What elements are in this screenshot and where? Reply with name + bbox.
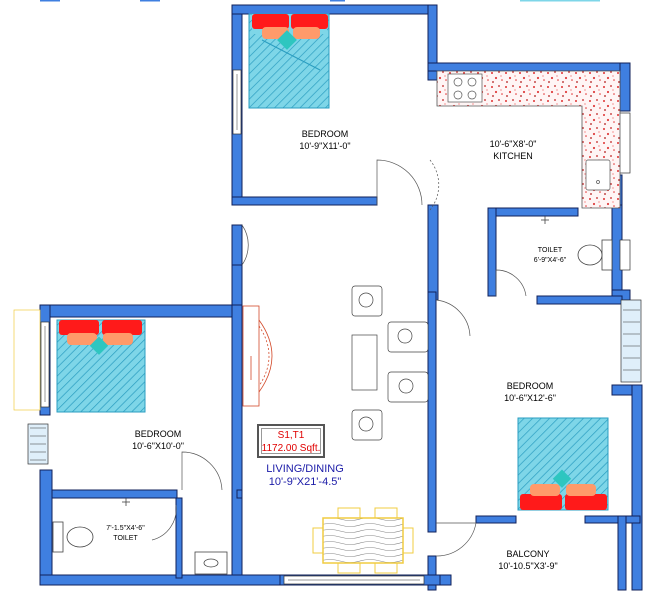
kitchen-sink-icon [585,159,611,191]
room-label-balcony: BALCONY 10'-10.5"X3'-9" [478,548,578,572]
tv-unit-icon [242,305,273,407]
room-size: 10'-10.5"X3'-9" [498,561,558,571]
wc-right-icon [541,216,613,271]
sofa-set-icon [351,285,429,441]
unit-area-box: S1,T1 1172.00 Sqft. [257,424,325,458]
bed-left-icon [56,319,146,413]
room-name: TOILET [537,247,563,254]
room-label-bedroom-top: BEDROOM 10'-9"X11'-0" [280,128,370,152]
unit-area: 1172.00 Sqft. [261,443,321,454]
room-name: BEDROOM [134,429,182,439]
room-size: 10'-9"X11'-0" [299,141,351,151]
room-size: 10'-6"X10'-0" [132,441,184,451]
room-size: 7'-1.5"X4'-6" [106,525,145,532]
washbasin-icon [194,551,228,575]
room-size: 6'-9"X4'-6" [533,257,567,264]
unit-id: S1,T1 [277,430,305,441]
room-label-bedroom-right: BEDROOM 10'-6"X12'-6" [480,380,580,404]
room-size: 10'-9"X21'-4.5" [268,476,342,488]
room-size: 10'-6"X12'-6" [504,393,556,403]
stove-icon [447,73,483,103]
room-label-toilet-left: 7'-1.5"X4'-6" TOILET [88,524,163,544]
room-label-kitchen: 10'-6"X8'-0" KITCHEN [468,138,558,162]
room-name: LIVING/DINING [266,463,344,475]
bed-right-icon [517,417,609,511]
room-name: BEDROOM [506,381,554,391]
walls [39,4,643,591]
room-label-bedroom-left: BEDROOM 10'-6"X10'-0" [108,428,208,452]
dining-table-icon [312,507,414,574]
bed-top-icon [248,13,330,109]
room-name: BALCONY [506,549,550,559]
room-size: 10'-6"X8'-0" [489,139,537,149]
room-label-living-dining: LIVING/DINING 10'-9"X21'-4.5" [250,463,360,489]
room-name: TOILET [113,535,138,542]
kitchen-counter [436,70,621,209]
door-swings [151,159,527,557]
room-label-toilet-right: TOILET 6'-9"X4'-6" [510,246,590,266]
room-name: BEDROOM [301,129,349,139]
wc-left-icon [52,498,130,553]
room-name: KITCHEN [493,151,533,161]
